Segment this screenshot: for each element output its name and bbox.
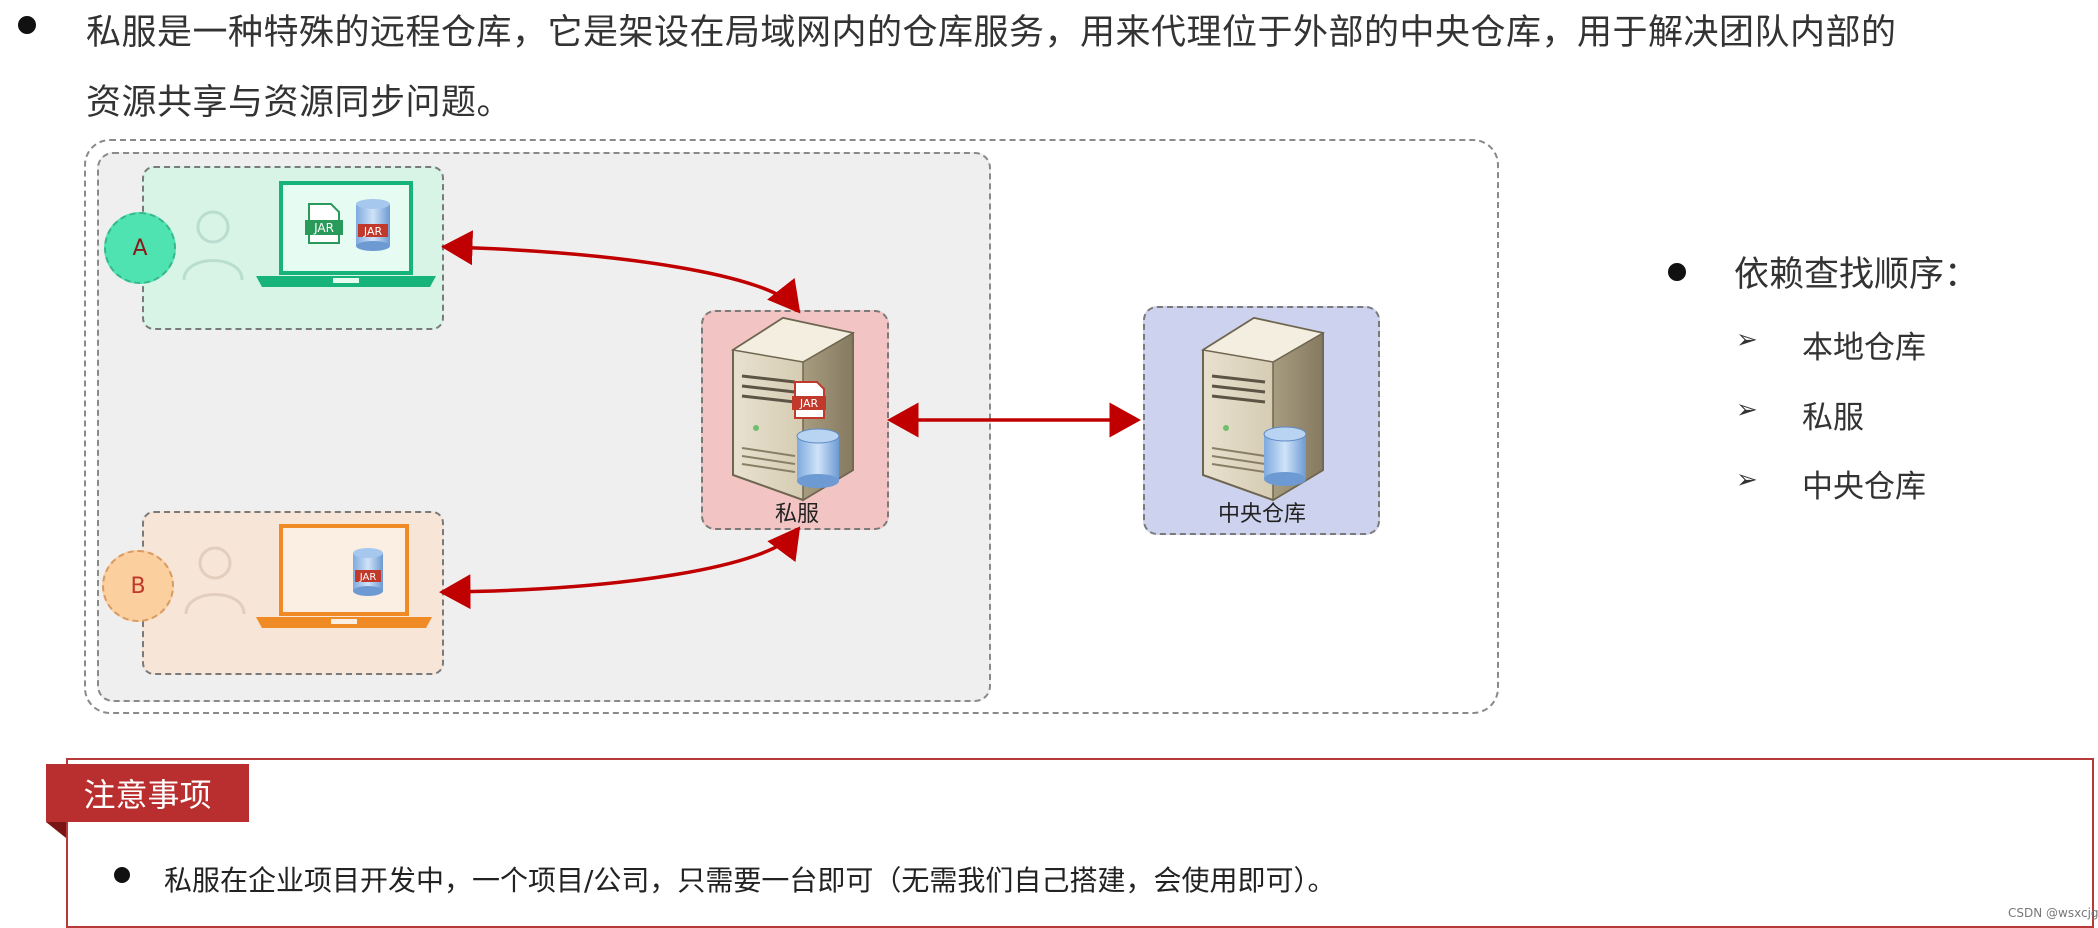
private-server-label: 私服 xyxy=(774,502,819,527)
jar-file-icon: JAR xyxy=(792,381,826,419)
notice-box xyxy=(66,758,2094,928)
intro-text-line-1: 私服是一种特殊的远程仓库，它是架设在局域网内的仓库服务，用来代理位于外部的中央仓… xyxy=(86,13,1897,53)
watermark-text: CSDN @wsxcjg xyxy=(2008,906,2098,920)
intro-text-line-2: 资源共享与资源同步问题。 xyxy=(86,83,513,123)
jar-server-text: JAR xyxy=(799,397,819,410)
notice-tab-fold xyxy=(46,822,66,838)
database-icon xyxy=(1263,426,1307,486)
lookup-order-title: 依赖查找顺序： xyxy=(1734,255,1980,295)
internet-boundary xyxy=(84,139,1499,714)
chevron-right-icon: ➢ xyxy=(1736,395,1758,425)
lookup-order-item: 私服 xyxy=(1802,400,1864,436)
database-icon: JAR xyxy=(356,199,390,251)
client-b-badge: B xyxy=(102,550,174,622)
central-repo-label: 中央仓库 xyxy=(1217,502,1306,527)
laptop-b-icon xyxy=(256,524,432,628)
chevron-right-icon: ➢ xyxy=(1736,465,1758,495)
laptop-a-icon xyxy=(256,181,436,287)
notice-bullet xyxy=(114,867,130,883)
lookup-order-bullet xyxy=(1668,263,1686,281)
lookup-order-item: 中央仓库 xyxy=(1802,469,1926,505)
jar-b-text: JAR xyxy=(359,572,377,583)
database-icon xyxy=(796,428,840,488)
intro-bullet xyxy=(18,16,36,34)
notice-tab-label: 注意事项 xyxy=(46,764,249,822)
jar-a2-text: JAR xyxy=(363,225,383,238)
lookup-order-item: 本地仓库 xyxy=(1802,330,1926,366)
user-b-icon xyxy=(184,546,246,615)
database-icon: JAR xyxy=(353,548,383,596)
jar-a-text: JAR xyxy=(313,221,334,235)
chevron-right-icon: ➢ xyxy=(1736,325,1758,355)
arrow-client-b-to-private xyxy=(439,526,801,610)
notice-text: 私服在企业项目开发中，一个项目/公司，只需要一台即可（无需我们自己搭建，会使用即… xyxy=(164,864,1336,897)
jar-file-icon: JAR xyxy=(305,203,343,244)
user-a-icon xyxy=(182,210,244,281)
arrow-client-a-to-private xyxy=(441,230,801,314)
client-a-badge: A xyxy=(104,212,176,284)
central-repo-server-icon xyxy=(1200,316,1326,502)
